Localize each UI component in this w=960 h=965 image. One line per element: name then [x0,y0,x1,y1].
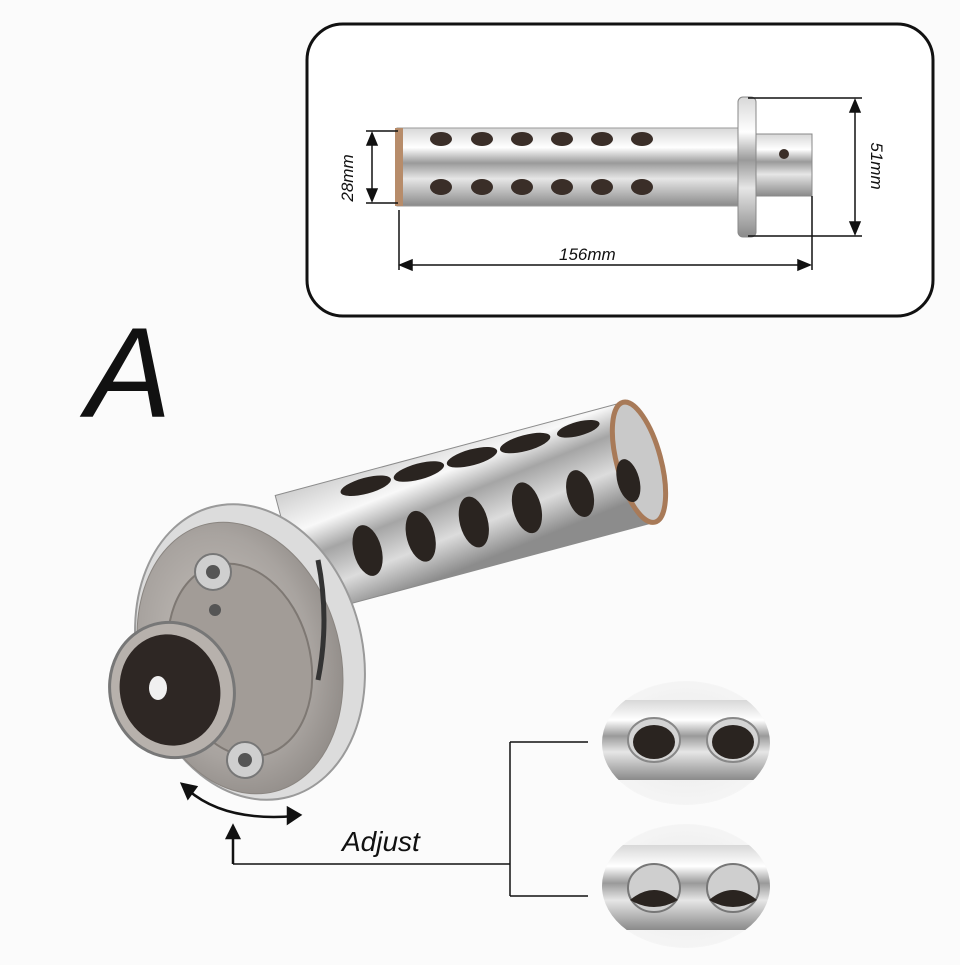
bolt-heads [194,553,264,779]
inset-holes [430,132,653,195]
inset-collar [755,133,813,197]
tube-holes [340,419,641,576]
flange-diameter-dimension: 51mm [867,142,886,190]
muffler-insert [108,399,669,801]
inset-dimension-lines [365,97,862,272]
inset-flange [737,96,757,238]
adjust-indicator [179,741,588,897]
dimension-inset [305,22,935,318]
adjust-label: Adjust [342,826,420,857]
variant-label: A [86,302,172,445]
length-dimension: 156mm [559,245,616,264]
inset-tube-end [395,128,403,206]
detail-closed-holes [602,824,770,948]
inner-diameter-dimension: 28mm [338,154,357,202]
detail-open-holes [602,681,770,805]
